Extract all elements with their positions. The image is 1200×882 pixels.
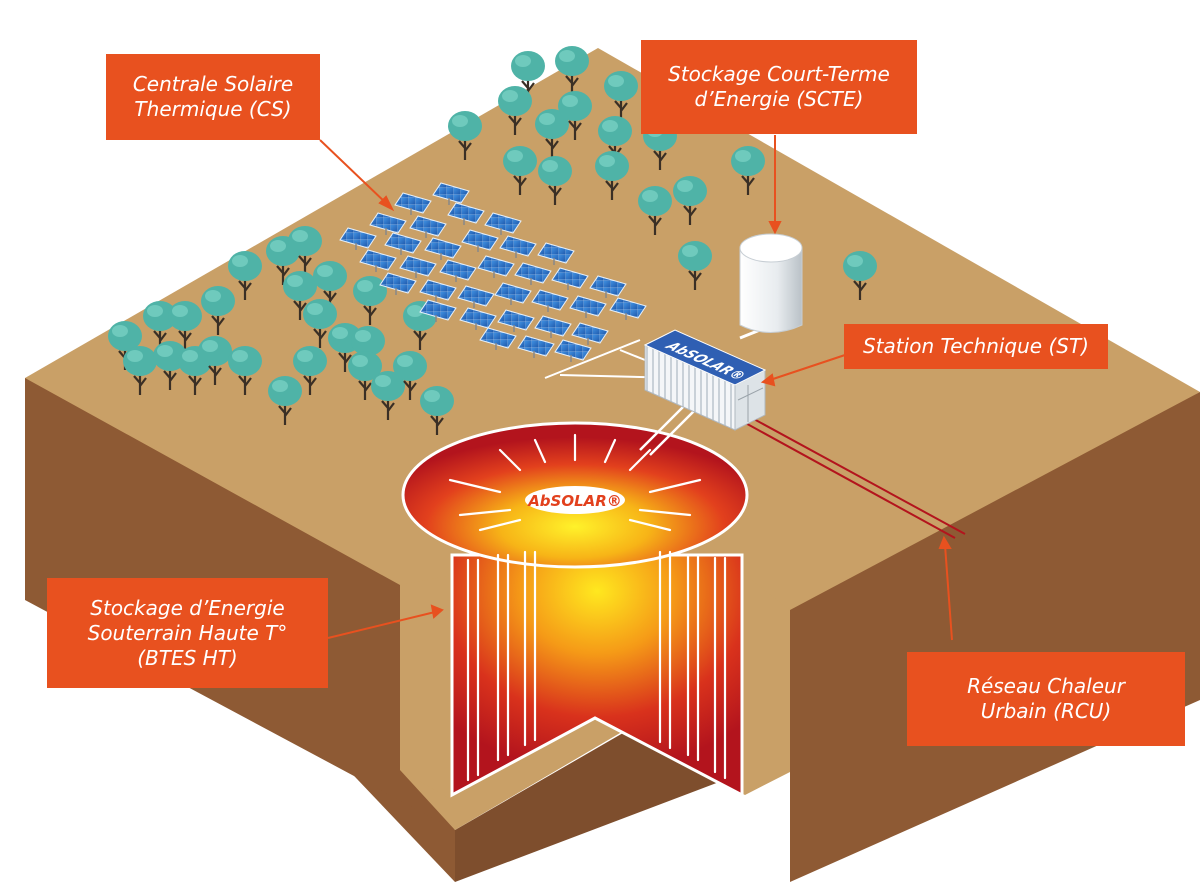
label-btes-line3: (BTES HT) [137,645,238,670]
storage-logo: AbSOLAR® [527,492,622,510]
label-scte-line1: Stockage Court-Terme [668,62,890,86]
short-term-storage-tank [739,233,803,333]
label-stockage-souterrain: Stockage d’Energie Souterrain Haute T° (… [47,578,328,688]
cutaway-right-face [790,392,1200,882]
label-st-line1: Station Technique (ST) [863,334,1089,358]
label-scte-line2: d’Energie (SCTE) [694,87,864,111]
callout-pointers [319,135,953,641]
label-rcu-line1: Réseau Chaleur [967,674,1125,698]
borehole-pipes [448,433,727,782]
label-rcu-line2: Urbain (RCU) [980,699,1112,723]
label-reseau-chaleur: Réseau Chaleur Urbain (RCU) [907,652,1185,746]
label-stockage-court-terme: Stockage Court-Terme d’Energie (SCTE) [641,40,917,134]
label-station-technique: Station Technique (ST) [844,324,1108,369]
storage-logo-badge [525,486,625,514]
underground-storage: AbSOLAR® [401,421,749,798]
label-centrale-solaire: Centrale Solaire Thermique (CS) [106,54,320,140]
label-btes-line1: Stockage d’Energie [90,595,285,620]
label-btes-line2: Souterrain Haute T° [87,620,288,645]
label-cs-line2: Thermique (CS) [134,97,292,121]
label-cs-line1: Centrale Solaire [132,72,294,96]
